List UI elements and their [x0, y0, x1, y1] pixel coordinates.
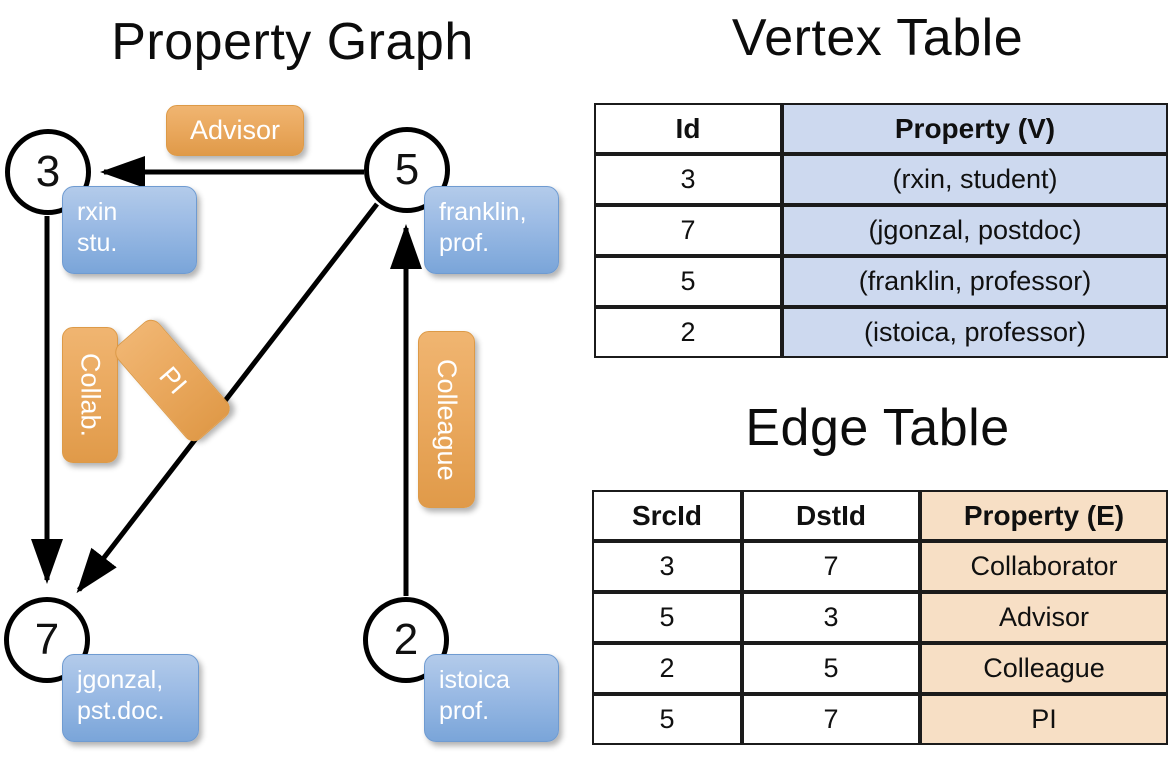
graph-node-5[interactable]: 5 [364, 127, 450, 213]
vertex-cell-id: 2 [594, 307, 782, 358]
edge-cell-srcid: 5 [592, 694, 742, 745]
vertex-property-line-1: franklin, [439, 198, 527, 226]
vertex-cell-property: (istoica, professor) [782, 307, 1168, 358]
vertex-property-box-rxin[interactable]: rxin stu. [62, 186, 197, 274]
vertex-property-box-franklin[interactable]: franklin, prof. [424, 186, 559, 274]
graph-edges-svg [31, 156, 422, 596]
table-row[interactable]: 3 7 Collaborator [592, 541, 1168, 592]
edge-cell-srcid: 2 [592, 643, 742, 694]
edge-table: SrcId DstId Property (E) 3 7 Collaborato… [592, 490, 1168, 745]
graph-node-2[interactable]: 2 [363, 597, 449, 683]
edge-label-advisor[interactable]: Advisor [166, 105, 304, 156]
edge-cell-dstid: 7 [742, 541, 920, 592]
table-row[interactable]: 2 5 Colleague [592, 643, 1168, 694]
edge-cell-srcid: 5 [592, 592, 742, 643]
page-title-edge-table: Edge Table [745, 399, 1010, 457]
edge-cell-dstid: 7 [742, 694, 920, 745]
table-header-row: Id Property (V) [594, 103, 1168, 154]
page-title-vertex-table: Vertex Table [731, 9, 1024, 67]
edge-cell-property: Colleague [920, 643, 1168, 694]
edge-pi-5-to-7 [76, 202, 379, 594]
vertex-header-property: Property (V) [782, 103, 1168, 154]
edge-cell-property: Advisor [920, 592, 1168, 643]
vertex-cell-property: (rxin, student) [782, 154, 1168, 205]
vertex-property-line-2: stu. [77, 228, 118, 257]
table-row[interactable]: 5 (franklin, professor) [594, 256, 1168, 307]
vertex-header-id: Id [594, 103, 782, 154]
vertex-cell-id: 7 [594, 205, 782, 256]
edge-cell-property: PI [920, 694, 1168, 745]
table-row[interactable]: 5 3 Advisor [592, 592, 1168, 643]
edge-cell-property: Collaborator [920, 541, 1168, 592]
table-row[interactable]: 3 (rxin, student) [594, 154, 1168, 205]
vertex-cell-id: 3 [594, 154, 782, 205]
vertex-property-line-1: rxin [77, 198, 118, 226]
table-row[interactable]: 2 (istoica, professor) [594, 307, 1168, 358]
table-row[interactable]: 5 7 PI [592, 694, 1168, 745]
vertex-property-line-2: pst.doc. [77, 696, 165, 725]
property-graph-diagram: 3 5 7 2 rxin stu. franklin, prof. jgonza… [4, 105, 559, 742]
edge-cell-srcid: 3 [592, 541, 742, 592]
vertex-property-line-1: jgonzal, [77, 666, 164, 694]
vertex-cell-id: 5 [594, 256, 782, 307]
table-row[interactable]: 7 (jgonzal, postdoc) [594, 205, 1168, 256]
vertex-cell-property: (franklin, professor) [782, 256, 1168, 307]
vertex-property-line-2: prof. [439, 228, 490, 257]
edge-cell-dstid: 3 [742, 592, 920, 643]
vertex-property-line-1: istoica [439, 666, 510, 694]
vertex-table: Id Property (V) 3 (rxin, student) 7 (jgo… [594, 103, 1168, 358]
vertex-property-box-istoica[interactable]: istoica prof. [424, 654, 559, 742]
vertex-property-line-2: prof. [439, 696, 490, 725]
vertex-cell-property: (jgonzal, postdoc) [782, 205, 1168, 256]
edge-cell-dstid: 5 [742, 643, 920, 694]
edge-header-property: Property (E) [920, 490, 1168, 541]
table-header-row: SrcId DstId Property (E) [592, 490, 1168, 541]
edge-label-colleague[interactable]: Colleague [418, 331, 475, 508]
edge-label-collab[interactable]: Collab. [62, 327, 118, 463]
vertex-property-box-jgonzal[interactable]: jgonzal, pst.doc. [62, 654, 199, 742]
edge-header-dstid: DstId [742, 490, 920, 541]
edge-header-srcid: SrcId [592, 490, 742, 541]
page-title-property-graph: Property Graph [111, 13, 474, 71]
